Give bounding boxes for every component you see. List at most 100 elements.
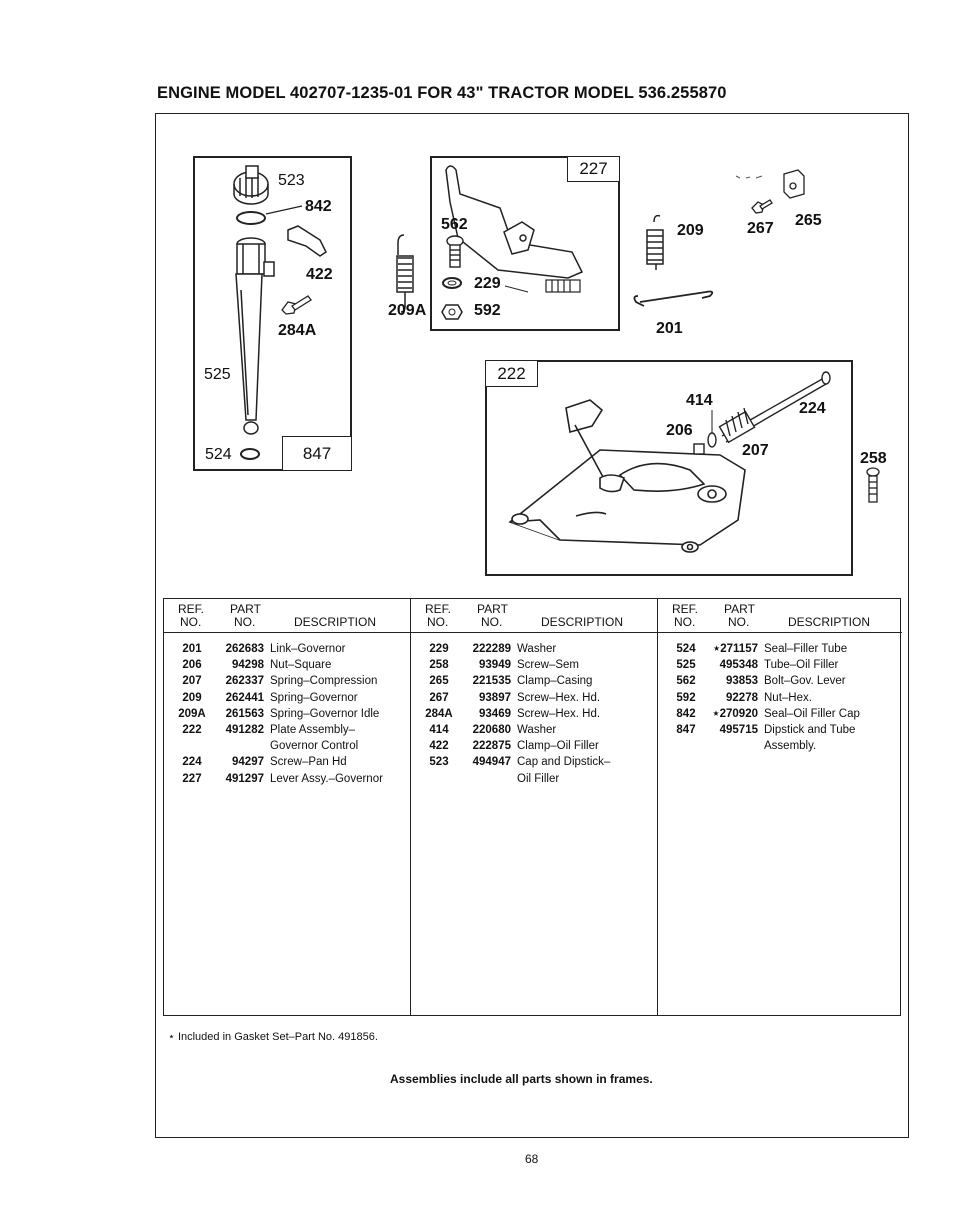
part-description: Screw–Pan Hd — [270, 756, 347, 769]
part-number: 92278 — [726, 691, 758, 704]
part-description: Clamp–Casing — [517, 675, 593, 688]
callout-524: 524 — [205, 446, 232, 463]
nut-592-icon — [441, 304, 463, 320]
part-description: Screw–Hex. Hd. — [517, 691, 601, 704]
callout-267: 267 — [747, 220, 774, 237]
callout-207: 207 — [742, 442, 769, 459]
part-number: 221535 — [472, 675, 511, 688]
ref-number: 842 — [676, 707, 696, 720]
part-number: ⋆270920 — [712, 707, 758, 720]
part-description: Spring–Compression — [270, 675, 378, 688]
header-part: PART — [230, 602, 261, 616]
screw-258-icon — [866, 467, 880, 503]
callout-592: 592 — [474, 302, 501, 319]
frame-222 — [485, 360, 853, 576]
callout-209a: 209A — [388, 302, 427, 319]
ref-number: 267 — [429, 691, 449, 704]
part-description: Clamp–Oil Filler — [517, 740, 599, 753]
part-description: Seal–Filler Tube — [764, 643, 848, 655]
ref-number: 209 — [182, 691, 202, 704]
part-number: 222875 — [472, 740, 511, 753]
part-description: Bolt–Gov. Lever — [764, 675, 846, 688]
part-number: 222289 — [472, 643, 511, 655]
spring-209a-icon — [396, 234, 414, 313]
part-number: 220680 — [472, 724, 511, 736]
ref-number: 201 — [182, 643, 202, 655]
nut-206-icon — [693, 443, 705, 455]
spring-209-icon — [646, 214, 664, 270]
bolt-562-icon — [446, 235, 464, 268]
part-number: 262441 — [225, 691, 264, 704]
header-part-no: NO. — [481, 615, 503, 629]
ref-number: 209A — [178, 707, 206, 720]
callout-414: 414 — [686, 392, 713, 409]
part-number: 491282 — [225, 724, 264, 736]
gasket-footnote: ⋆ Included in Gasket Set–Part No. 491856… — [168, 1031, 378, 1043]
ref-number: 562 — [676, 675, 696, 688]
ref-number: 523 — [429, 756, 449, 769]
part-description: Lever Assy.–Governor — [270, 772, 383, 785]
frame-label-227: 227 — [567, 156, 620, 182]
part-number: 495715 — [719, 724, 758, 736]
page-title: ENGINE MODEL 402707-1235-01 FOR 43" TRAC… — [157, 84, 727, 102]
governor-lever-icon — [445, 165, 584, 279]
callout-224: 224 — [799, 400, 826, 417]
clamp-265-icon — [783, 169, 805, 199]
callout-201: 201 — [656, 320, 683, 337]
screw-284a-icon — [281, 295, 312, 315]
callout-422: 422 — [306, 266, 333, 283]
seal-524-icon — [240, 448, 260, 460]
ref-number: 414 — [429, 724, 449, 736]
frame-label-847: 847 — [282, 436, 352, 471]
part-description: Tube–Oil Filler — [764, 659, 839, 672]
part-description: Seal–Oil Filler Cap — [764, 707, 860, 720]
callout-523: 523 — [278, 172, 305, 189]
header-description: DESCRIPTION — [788, 615, 871, 629]
part-description: Washer — [517, 643, 557, 655]
part-number: 491297 — [225, 772, 264, 785]
dipstick-cap-icon — [233, 165, 269, 205]
header-description: DESCRIPTION — [294, 615, 377, 629]
header-description: DESCRIPTION — [541, 615, 624, 629]
header-part: PART — [477, 602, 508, 616]
ref-number: 207 — [182, 675, 202, 688]
control-plate-icon — [508, 399, 746, 553]
callout-229: 229 — [474, 275, 501, 292]
filler-tube-icon — [235, 237, 275, 435]
part-number: 94298 — [232, 659, 264, 672]
callout-525: 525 — [204, 366, 231, 383]
part-description: Oil Filler — [517, 772, 560, 785]
ref-number: 847 — [676, 724, 696, 736]
header-part: PART — [724, 602, 755, 616]
lever-coil-icon — [545, 279, 581, 293]
ref-number: 227 — [182, 772, 202, 785]
ref-number: 258 — [429, 659, 449, 672]
part-description: Nut–Square — [270, 659, 332, 672]
frame-label-222: 222 — [485, 360, 538, 387]
part-description: Plate Assembly– — [270, 724, 356, 736]
part-number: 262337 — [225, 675, 264, 688]
part-number: 261563 — [225, 707, 264, 720]
header-ref: REF. — [672, 602, 699, 616]
header-ref-no: NO. — [180, 615, 202, 629]
ref-number: 222 — [182, 724, 202, 736]
part-description: Screw–Hex. Hd. — [517, 707, 601, 720]
part-number: 494947 — [472, 756, 511, 769]
seal-842-icon — [236, 211, 266, 225]
part-number: 93949 — [479, 659, 511, 672]
part-number: 495348 — [719, 659, 758, 672]
part-description: Nut–Hex. — [764, 691, 812, 704]
part-number: 93897 — [479, 691, 511, 704]
part-number: ⋆271157 — [713, 643, 758, 655]
ref-number: 224 — [182, 756, 202, 769]
ref-number: 284A — [425, 707, 453, 720]
part-description: Screw–Sem — [517, 659, 579, 672]
header-ref: REF. — [425, 602, 452, 616]
callout-265: 265 — [795, 212, 822, 229]
washer-414-icon — [707, 432, 717, 448]
